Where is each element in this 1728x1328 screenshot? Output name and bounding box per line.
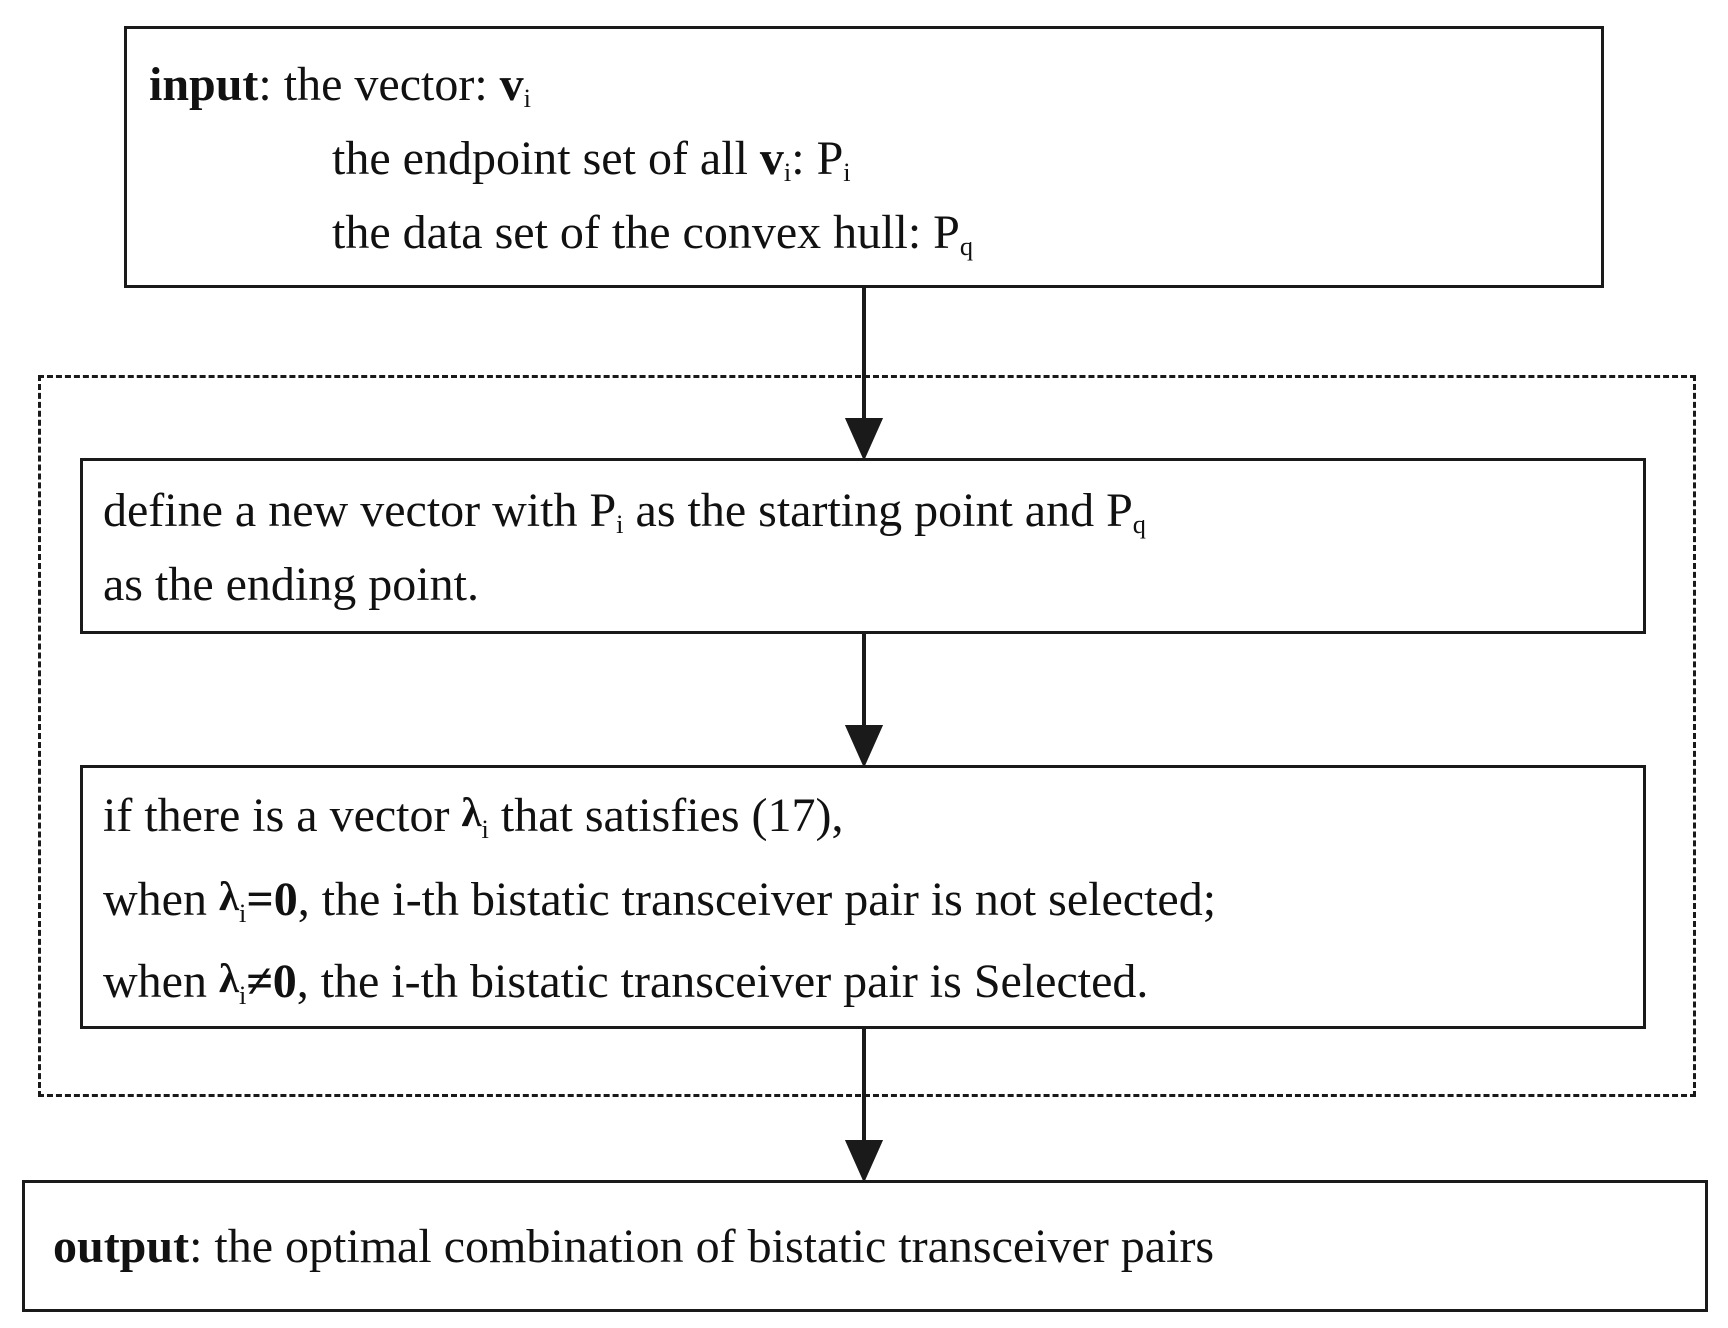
input-line-2: the endpoint set of all vi: Pi bbox=[332, 132, 851, 187]
condition-line-1: if there is a vector λi that satisfies (… bbox=[103, 789, 844, 844]
input-label: input bbox=[149, 58, 259, 111]
input-line-1: input: the vector: vi bbox=[149, 58, 531, 113]
define-line-1: define a new vector with Pi as the start… bbox=[103, 484, 1146, 539]
arrowhead-output bbox=[844, 1140, 884, 1183]
condition-line-3: when λi≠0, the i-th bistatic transceiver… bbox=[103, 955, 1149, 1010]
define-vector-box: define a new vector with Pi as the start… bbox=[80, 458, 1646, 634]
iteration-group-frame bbox=[38, 375, 1696, 1097]
condition-line-2: when λi=0, the i-th bistatic transceiver… bbox=[103, 873, 1217, 928]
input-box: input: the vector: vi the endpoint set o… bbox=[124, 26, 1604, 288]
output-box: output: the optimal combination of bista… bbox=[22, 1180, 1708, 1312]
input-line-3: the data set of the convex hull: Pq bbox=[332, 206, 974, 261]
arrowhead-condition bbox=[844, 725, 884, 768]
output-label: output bbox=[53, 1220, 190, 1273]
arrowhead-define bbox=[844, 418, 884, 461]
lambda-symbol: λ bbox=[461, 790, 482, 836]
condition-box: if there is a vector λi that satisfies (… bbox=[80, 765, 1646, 1029]
output-line: output: the optimal combination of bista… bbox=[53, 1220, 1215, 1273]
define-line-2: as the ending point. bbox=[103, 558, 479, 611]
